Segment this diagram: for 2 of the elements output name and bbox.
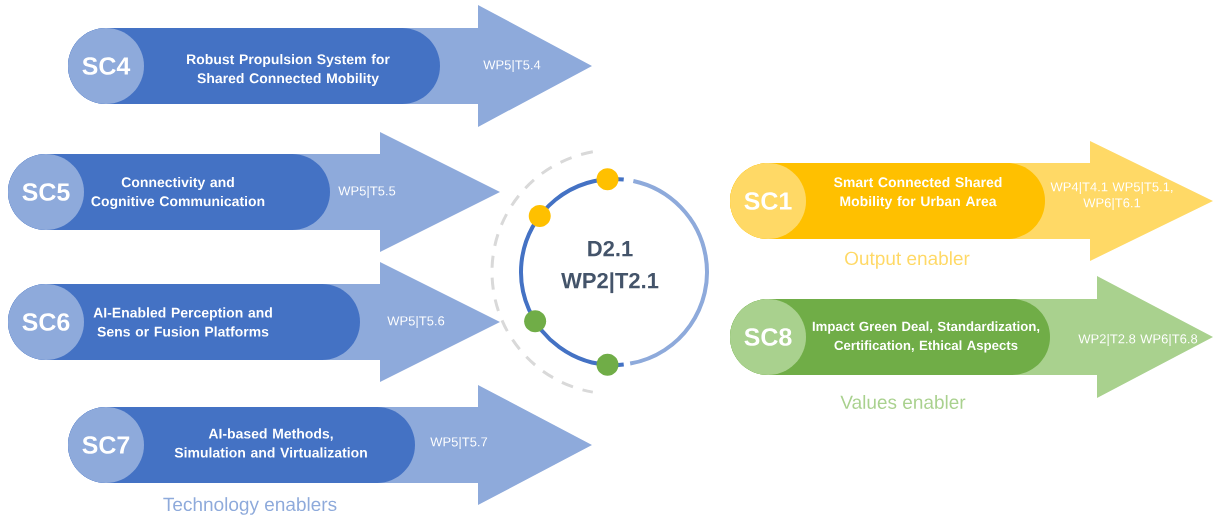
- group-caption: Values enabler: [840, 395, 966, 409]
- center-label: D2.1 WP2|T2.1: [561, 240, 659, 294]
